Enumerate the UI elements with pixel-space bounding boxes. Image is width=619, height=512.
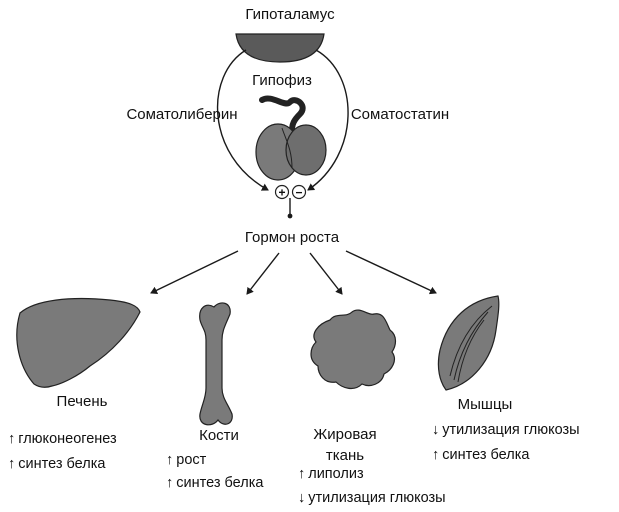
liver-effect-protein-synthesis: синтез белка: [8, 455, 105, 473]
arrow-to-fat: [309, 252, 343, 295]
growth-hormone-label: Гормон роста: [244, 229, 340, 246]
fat-effect-lipolysis: липолиз: [298, 465, 363, 483]
somatostatin-arc: [307, 49, 349, 191]
minus-sign: −: [295, 186, 302, 200]
arrow-to-liver: [150, 250, 239, 294]
somatoliberin-label: Соматолиберин: [126, 106, 238, 123]
plus-sign: +: [278, 186, 285, 200]
fat-tissue-label-line2: ткань: [325, 447, 365, 464]
muscle-label: Мышцы: [457, 396, 513, 413]
pituitary-gland-shape: [255, 95, 327, 181]
bones-effect-protein-synthesis: синтез белка: [166, 474, 263, 492]
minus-circle: [291, 184, 307, 200]
liver-effect-gluconeogenesis: глюконеогенез: [8, 430, 116, 448]
muscle-effect-glucose-utilization: утилизация глюкозы: [432, 421, 579, 439]
bones-label: Кости: [199, 427, 239, 444]
liver-label: Печень: [56, 393, 108, 410]
muscle-effect-protein-synthesis: синтез белка: [432, 446, 529, 464]
hypothalamus-shape: [235, 33, 325, 63]
hypothalamus-label: Гипоталамус: [245, 6, 335, 23]
fat-tissue-label-line1: Жировая: [313, 426, 377, 443]
muscle-shape: [437, 295, 500, 391]
plus-circle: [274, 184, 290, 200]
pituitary-label: Гипофиз: [252, 72, 312, 89]
arrow-to-muscle: [345, 250, 437, 295]
somatostatin-label: Соматостатин: [350, 106, 450, 123]
bone-shape: [199, 302, 233, 426]
liver-shape: [16, 297, 141, 388]
fat-tissue-label: Жировая ткань: [313, 424, 376, 466]
arrow-to-bones: [246, 252, 280, 295]
fat-tissue-shape: [310, 309, 397, 390]
fat-effect-glucose-utilization: утилизация глюкозы: [298, 489, 445, 507]
somatoliberin-arc: [216, 49, 269, 191]
bones-effect-growth: рост: [166, 451, 206, 469]
